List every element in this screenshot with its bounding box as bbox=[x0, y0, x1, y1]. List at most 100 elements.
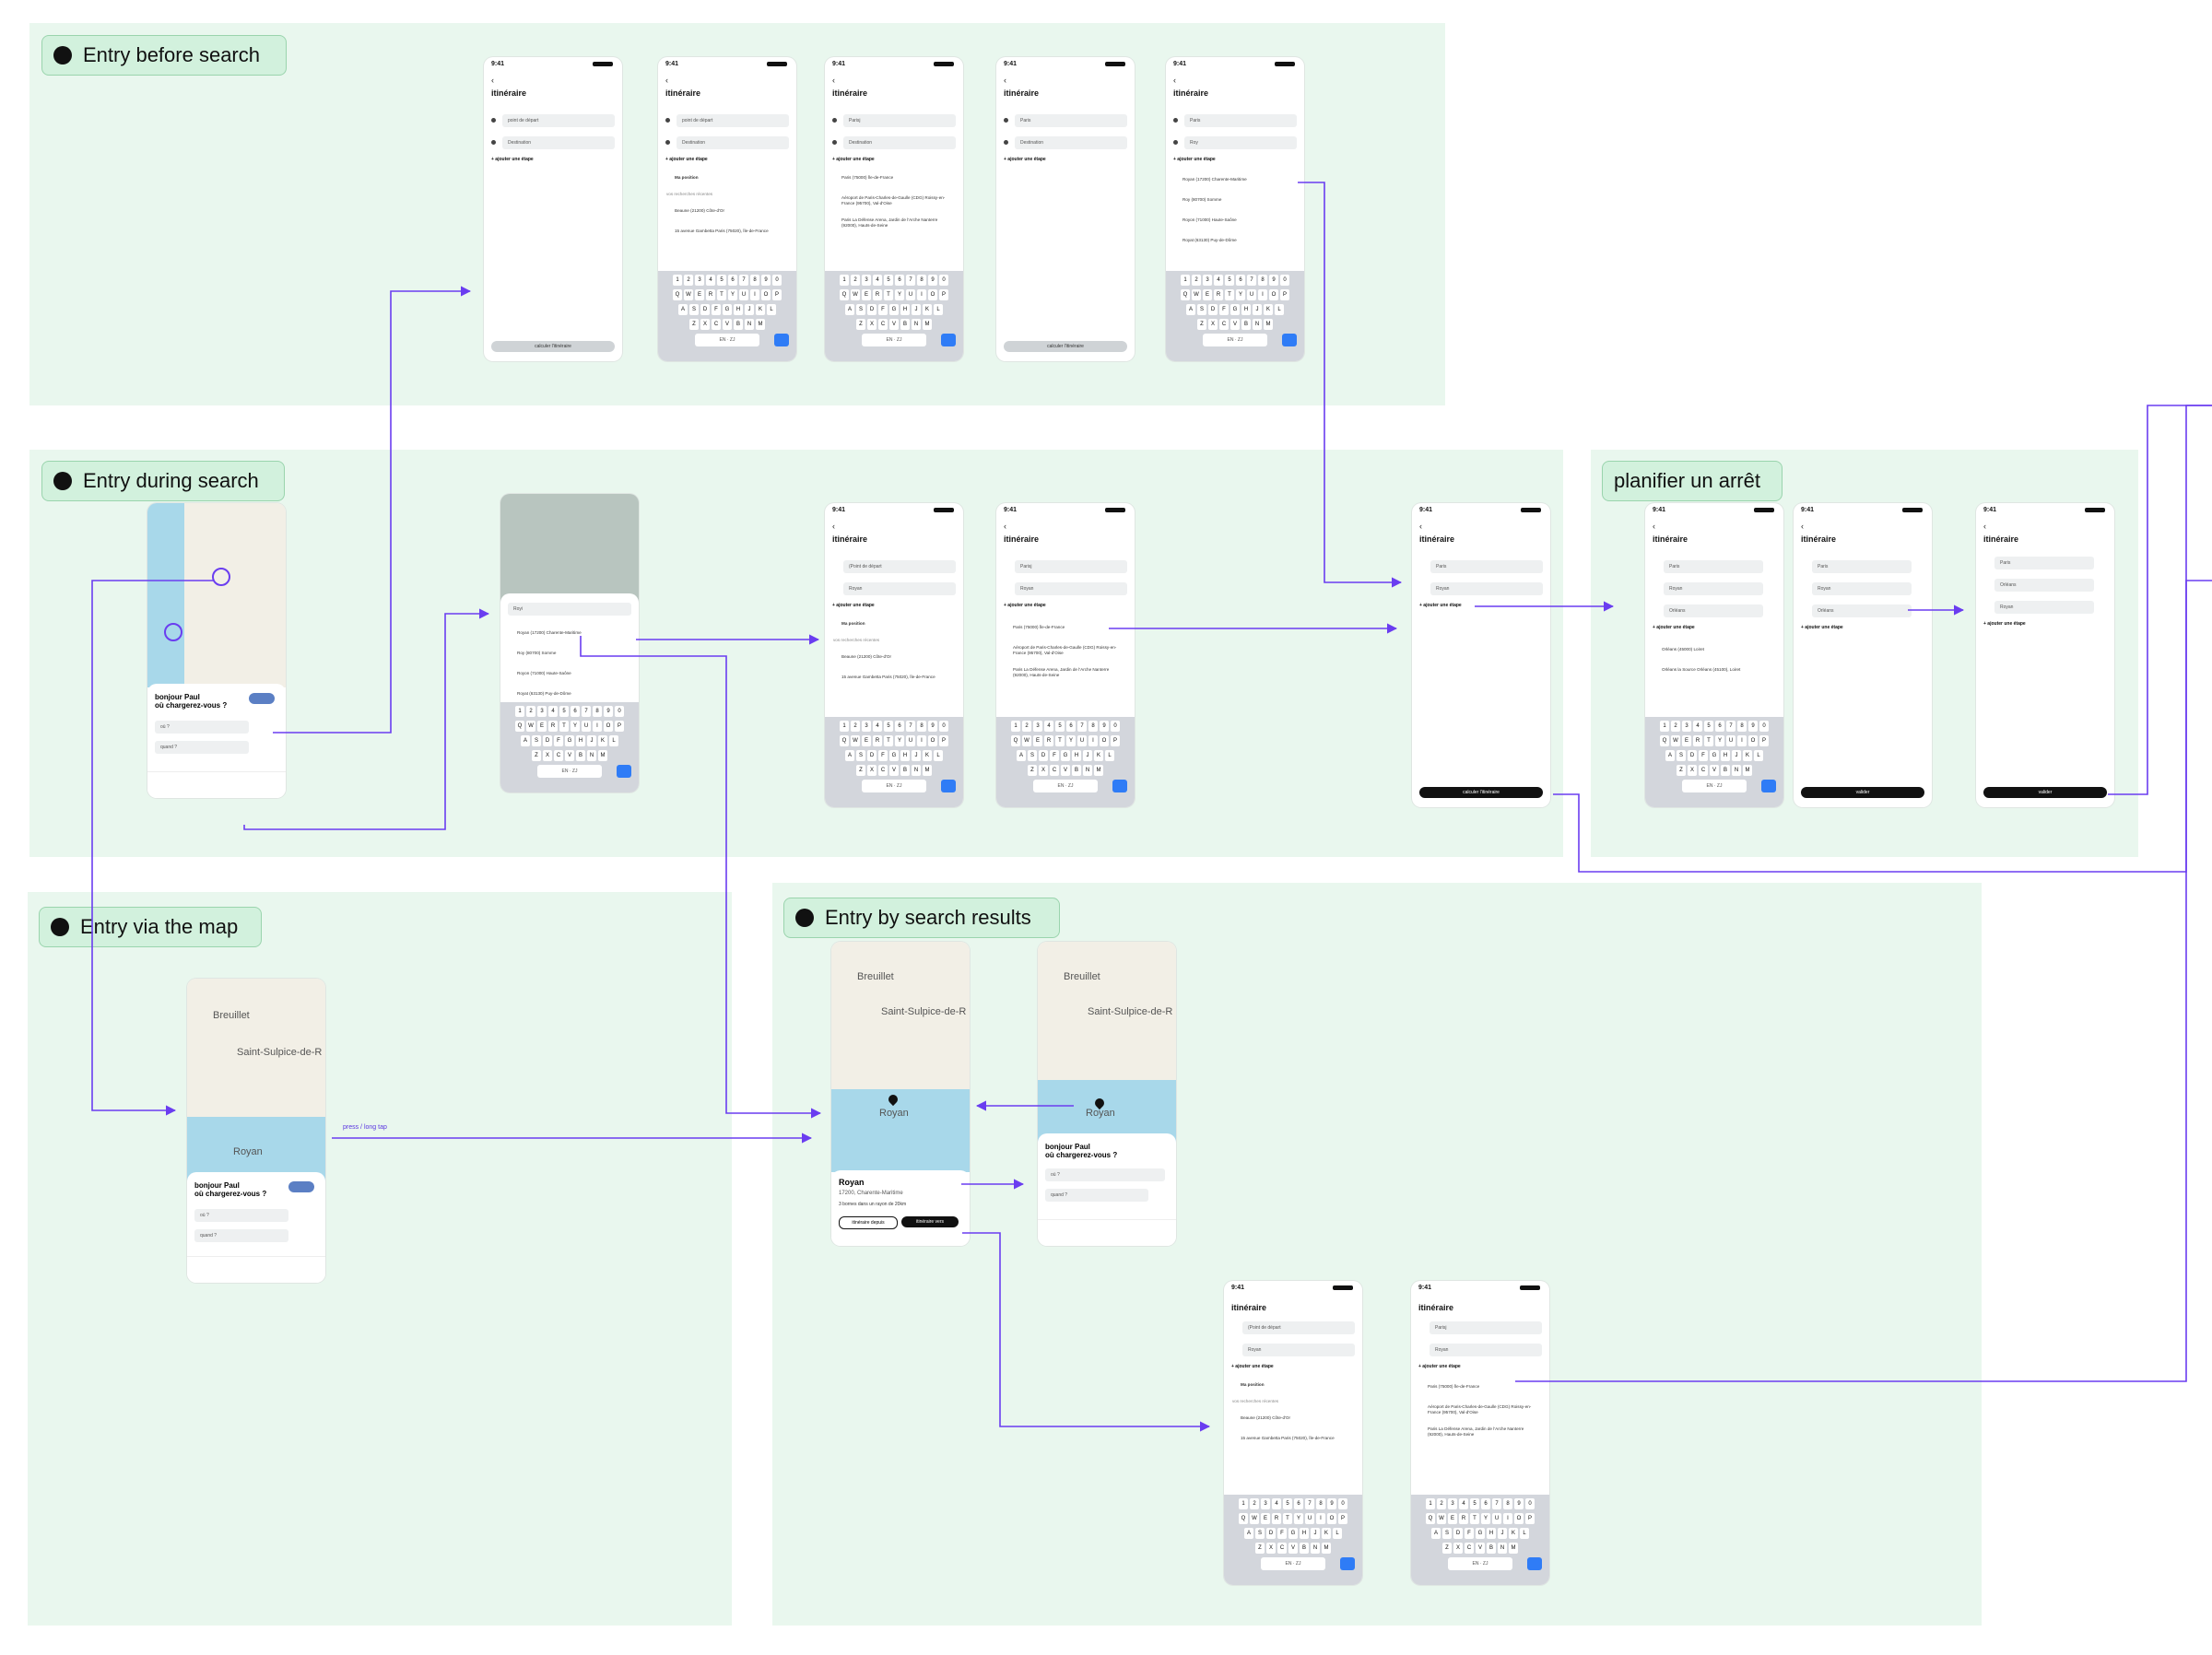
keyboard-key[interactable]: A bbox=[845, 304, 854, 315]
keyboard-key[interactable]: T bbox=[1283, 1513, 1292, 1524]
destination-input[interactable]: Royan bbox=[1430, 1344, 1542, 1356]
keyboard-key[interactable]: O bbox=[761, 289, 771, 300]
result-item[interactable]: Royat (63130) Puy-de-Dôme bbox=[517, 691, 571, 696]
keyboard-key[interactable]: 1 bbox=[1660, 721, 1669, 732]
keyboard-key[interactable]: 1 bbox=[840, 721, 849, 732]
keyboard-key[interactable]: 5 bbox=[1470, 1498, 1479, 1509]
keyboard-key[interactable]: E bbox=[862, 289, 871, 300]
keyboard-key[interactable]: Y bbox=[895, 289, 904, 300]
keyboard-key[interactable]: L bbox=[1275, 304, 1284, 315]
keyboard-key[interactable]: 7 bbox=[739, 275, 748, 286]
keyboard-key[interactable]: I bbox=[1316, 1513, 1325, 1524]
keyboard-key[interactable]: I bbox=[1088, 735, 1098, 746]
keyboard-key[interactable]: U bbox=[906, 735, 915, 746]
keyboard-key[interactable]: Y bbox=[728, 289, 737, 300]
keyboard-key[interactable]: 2 bbox=[851, 275, 860, 286]
keyboard-key[interactable]: 0 bbox=[1280, 275, 1289, 286]
keyboard-key[interactable]: 3 bbox=[1203, 275, 1212, 286]
keyboard-send-icon[interactable] bbox=[941, 334, 956, 346]
keyboard-key[interactable]: X bbox=[1688, 765, 1697, 776]
keyboard-key[interactable]: 6 bbox=[1236, 275, 1245, 286]
keyboard-key[interactable]: X bbox=[867, 319, 877, 330]
keyboard-key[interactable]: N bbox=[745, 319, 754, 330]
keyboard-key[interactable]: C bbox=[1277, 1543, 1287, 1554]
keyboard-key[interactable]: 2 bbox=[526, 706, 535, 717]
keyboard-key[interactable]: 7 bbox=[906, 721, 915, 732]
keyboard-key[interactable]: 6 bbox=[1715, 721, 1724, 732]
add-step-button[interactable]: + ajouter une étape bbox=[1983, 621, 2026, 627]
back-icon[interactable]: ‹ bbox=[491, 76, 494, 85]
keyboard-key[interactable]: F bbox=[712, 304, 721, 315]
keyboard-key[interactable]: 6 bbox=[571, 706, 580, 717]
keyboard-key[interactable]: M bbox=[1743, 765, 1752, 776]
keyboard-key[interactable]: D bbox=[543, 735, 552, 746]
keyboard-key[interactable]: S bbox=[856, 750, 865, 761]
keyboard-space[interactable]: EN · ZJ bbox=[1033, 780, 1098, 792]
back-icon[interactable]: ‹ bbox=[832, 522, 835, 531]
keyboard-key[interactable]: R bbox=[1044, 735, 1053, 746]
keyboard-key[interactable]: 8 bbox=[917, 275, 926, 286]
keyboard-key[interactable]: G bbox=[1061, 750, 1070, 761]
result-item[interactable]: Royon (71000) Haute-Saône bbox=[1182, 217, 1237, 222]
keyboard-key[interactable]: O bbox=[1100, 735, 1109, 746]
result-item[interactable]: Aéroport de Paris-Charles-de-Gaulle (CDG… bbox=[1428, 1404, 1532, 1414]
keyboard-key[interactable]: 1 bbox=[840, 275, 849, 286]
keyboard-key[interactable]: H bbox=[576, 735, 585, 746]
keyboard-key[interactable]: 7 bbox=[906, 275, 915, 286]
keyboard-key[interactable]: 6 bbox=[728, 275, 737, 286]
add-step-button[interactable]: + ajouter une étape bbox=[832, 603, 875, 608]
keyboard-key[interactable]: 5 bbox=[717, 275, 726, 286]
add-step-button[interactable]: + ajouter une étape bbox=[1173, 157, 1216, 162]
keyboard-key[interactable]: 0 bbox=[939, 275, 948, 286]
keyboard-key[interactable]: B bbox=[1072, 765, 1081, 776]
keyboard-key[interactable]: A bbox=[521, 735, 530, 746]
keyboard-key[interactable]: C bbox=[878, 765, 888, 776]
keyboard-key[interactable]: X bbox=[543, 750, 552, 761]
departure-input[interactable]: Parisj bbox=[843, 114, 956, 127]
keyboard-key[interactable]: N bbox=[587, 750, 596, 761]
itinerary-to-button[interactable]: itinéraire vers bbox=[901, 1216, 959, 1227]
destination-input[interactable]: Orléans bbox=[1812, 604, 1912, 617]
keyboard-key[interactable]: U bbox=[906, 289, 915, 300]
keyboard-key[interactable]: F bbox=[1699, 750, 1708, 761]
keyboard-key[interactable]: V bbox=[1230, 319, 1240, 330]
keyboard-key[interactable]: 0 bbox=[772, 275, 782, 286]
result-item[interactable]: Royat (63130) Puy-de-Dôme bbox=[1182, 238, 1237, 242]
keyboard-send-icon[interactable] bbox=[1527, 1557, 1542, 1570]
keyboard-key[interactable]: L bbox=[609, 735, 618, 746]
keyboard-key[interactable]: O bbox=[1748, 735, 1758, 746]
keyboard-key[interactable]: G bbox=[889, 304, 899, 315]
keyboard-key[interactable]: U bbox=[582, 721, 591, 732]
keyboard-key[interactable]: 2 bbox=[1671, 721, 1680, 732]
departure-input[interactable]: point de départ bbox=[502, 114, 615, 127]
itinerary-from-button[interactable]: itinéraire depuis bbox=[839, 1216, 898, 1229]
keyboard-space[interactable]: EN · ZJ bbox=[1448, 1557, 1512, 1570]
keyboard-key[interactable]: T bbox=[1055, 735, 1065, 746]
keyboard-key[interactable]: 9 bbox=[928, 721, 937, 732]
keyboard-key[interactable]: 1 bbox=[1181, 275, 1190, 286]
keyboard-key[interactable]: Q bbox=[1660, 735, 1669, 746]
keyboard-key[interactable]: 8 bbox=[1258, 275, 1267, 286]
departure-input[interactable]: (Point de départ bbox=[1242, 1321, 1355, 1334]
search-input[interactable]: Royi bbox=[508, 603, 631, 616]
keyboard-key[interactable]: H bbox=[1300, 1528, 1309, 1539]
keyboard-key[interactable]: 4 bbox=[1272, 1498, 1281, 1509]
keyboard-key[interactable]: H bbox=[900, 304, 910, 315]
keyboard-key[interactable]: Y bbox=[1481, 1513, 1490, 1524]
destination-input[interactable]: Destination bbox=[677, 136, 789, 149]
keyboard-space[interactable]: EN · ZJ bbox=[1203, 334, 1267, 346]
keyboard-key[interactable]: N bbox=[1732, 765, 1741, 776]
keyboard-key[interactable]: W bbox=[1192, 289, 1201, 300]
keyboard-key[interactable]: 1 bbox=[673, 275, 682, 286]
keyboard-key[interactable]: O bbox=[1269, 289, 1278, 300]
keyboard-key[interactable]: 3 bbox=[1682, 721, 1691, 732]
keyboard-key[interactable]: G bbox=[1476, 1528, 1485, 1539]
keyboard-key[interactable]: P bbox=[1111, 735, 1120, 746]
keyboard-key[interactable]: H bbox=[1241, 304, 1251, 315]
destination-input[interactable]: Royan bbox=[843, 582, 956, 595]
departure-input[interactable]: Paris bbox=[1664, 560, 1763, 573]
keyboard-key[interactable]: 2 bbox=[684, 275, 693, 286]
